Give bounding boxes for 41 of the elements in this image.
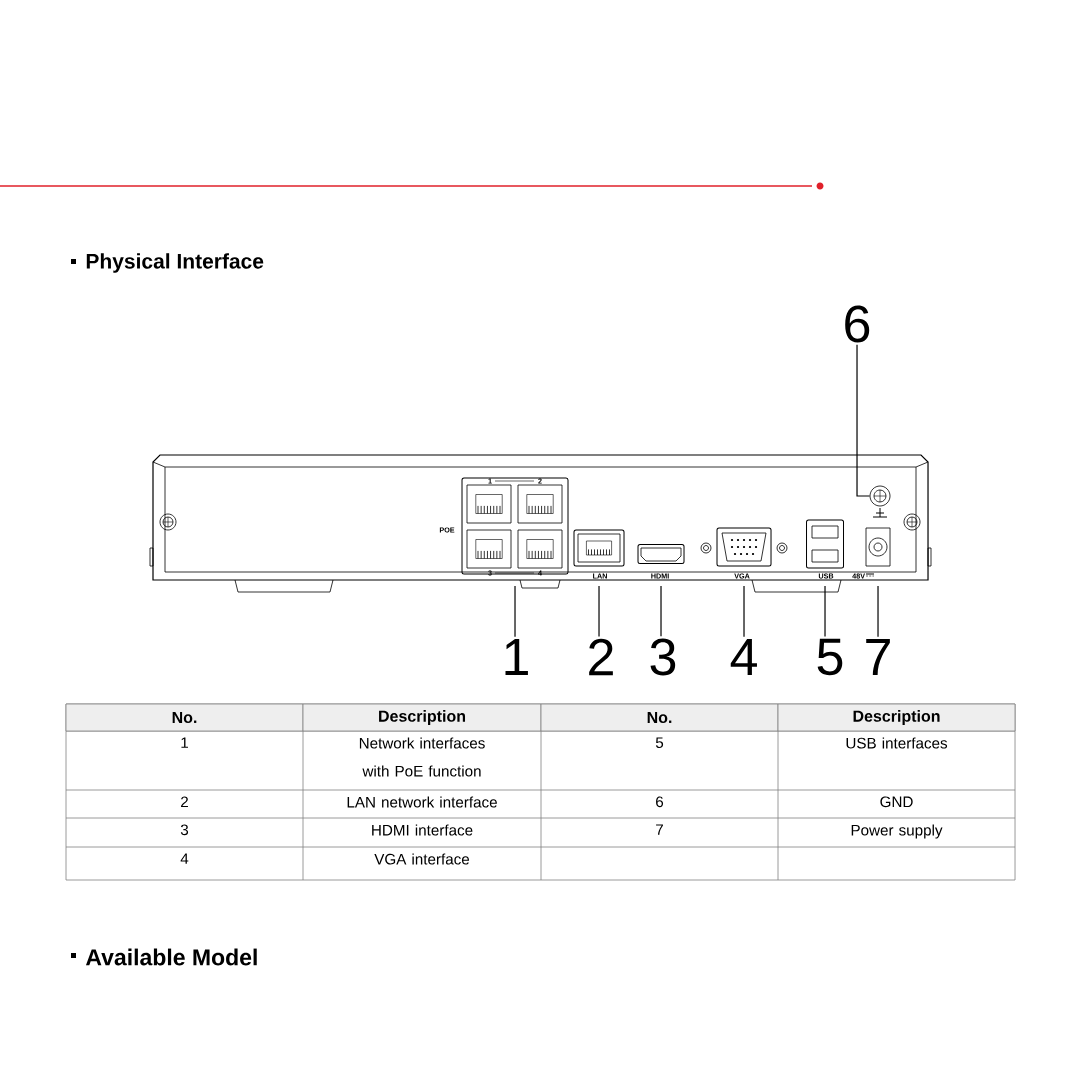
vga-port (716, 527, 772, 567)
usb-port (806, 519, 844, 569)
leader-line (598, 585, 600, 638)
table-header: Description (302, 703, 542, 732)
table-cell: LAN network interface (347, 796, 497, 808)
table-cell: 4 (180, 853, 189, 864)
leader-line (824, 585, 826, 638)
leader-line (660, 585, 662, 637)
table-cell: HDMI interface (372, 824, 473, 836)
table-cell: Power supply (851, 824, 943, 839)
table-cell: USB interfaces (846, 737, 948, 749)
table-cell: VGA interface (374, 853, 470, 865)
leader-line (856, 344, 871, 497)
power-jack (865, 527, 891, 567)
leader-line (877, 585, 879, 638)
table-cell: 7 (656, 824, 663, 835)
table-cell: 3 (180, 824, 189, 836)
callout-number: 6 (845, 305, 870, 343)
callout-number: 7 (866, 639, 890, 675)
callout-number: 5 (817, 638, 843, 676)
ground-screw (869, 485, 891, 518)
callout-number: 1 (505, 639, 528, 675)
hdmi-port (637, 544, 685, 564)
section-heading: Available Model (71, 948, 257, 966)
table-header: Description (777, 703, 1016, 732)
callout-number: 3 (650, 638, 676, 676)
port-block (461, 477, 569, 575)
table-cell: 6 (656, 796, 664, 808)
table-cell: GND (880, 796, 913, 808)
callout-number: 2 (589, 638, 613, 676)
table-cell: 5 (655, 737, 664, 748)
table-header: No. (540, 703, 779, 732)
table-cell: 2 (181, 796, 188, 807)
leader-line (514, 585, 516, 638)
section-heading: Physical Interface (71, 253, 264, 273)
lan-port (573, 529, 625, 567)
table-cell: 1 (181, 737, 188, 748)
leader-line (743, 585, 745, 638)
table-cell: Network interfaces with PoE function (359, 737, 485, 777)
table-header: No. (65, 703, 304, 732)
callout-number: 4 (730, 639, 757, 675)
